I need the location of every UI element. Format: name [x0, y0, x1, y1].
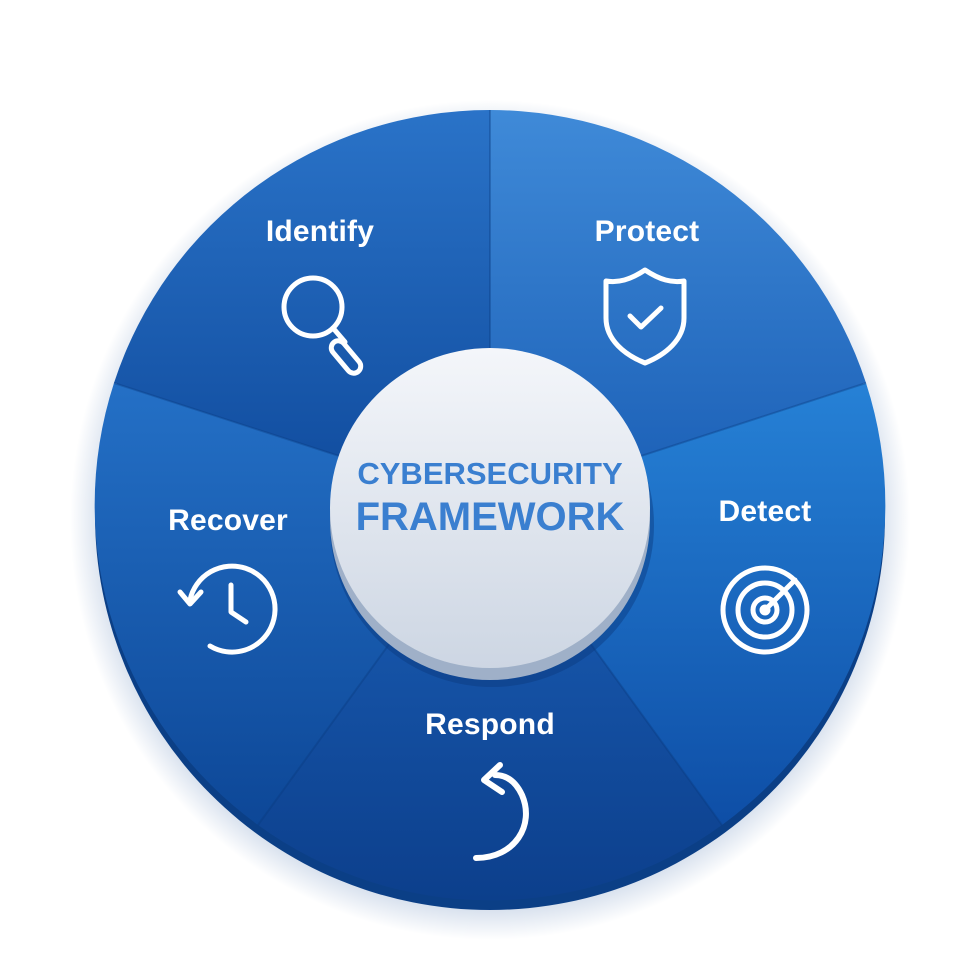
magnifier-icon	[281, 275, 364, 376]
segment-label-detect: Detect	[718, 495, 812, 528]
center-title-line2: FRAMEWORK	[355, 495, 625, 539]
segment-label-protect: Protect	[594, 215, 700, 248]
curved-arrow-icon	[473, 762, 529, 861]
radar-icon	[720, 565, 810, 655]
history-clock-icon	[177, 563, 278, 655]
shield-check-icon	[603, 267, 687, 366]
segment-label-identify: Identify	[265, 215, 375, 248]
center-circle	[330, 348, 650, 668]
segment-respond[interactable]	[258, 505, 722, 901]
segment-label-respond: Respond	[425, 708, 555, 741]
center-title-line1: CYBERSECURITY	[357, 456, 623, 491]
segment-label-recover: Recover	[168, 504, 288, 537]
